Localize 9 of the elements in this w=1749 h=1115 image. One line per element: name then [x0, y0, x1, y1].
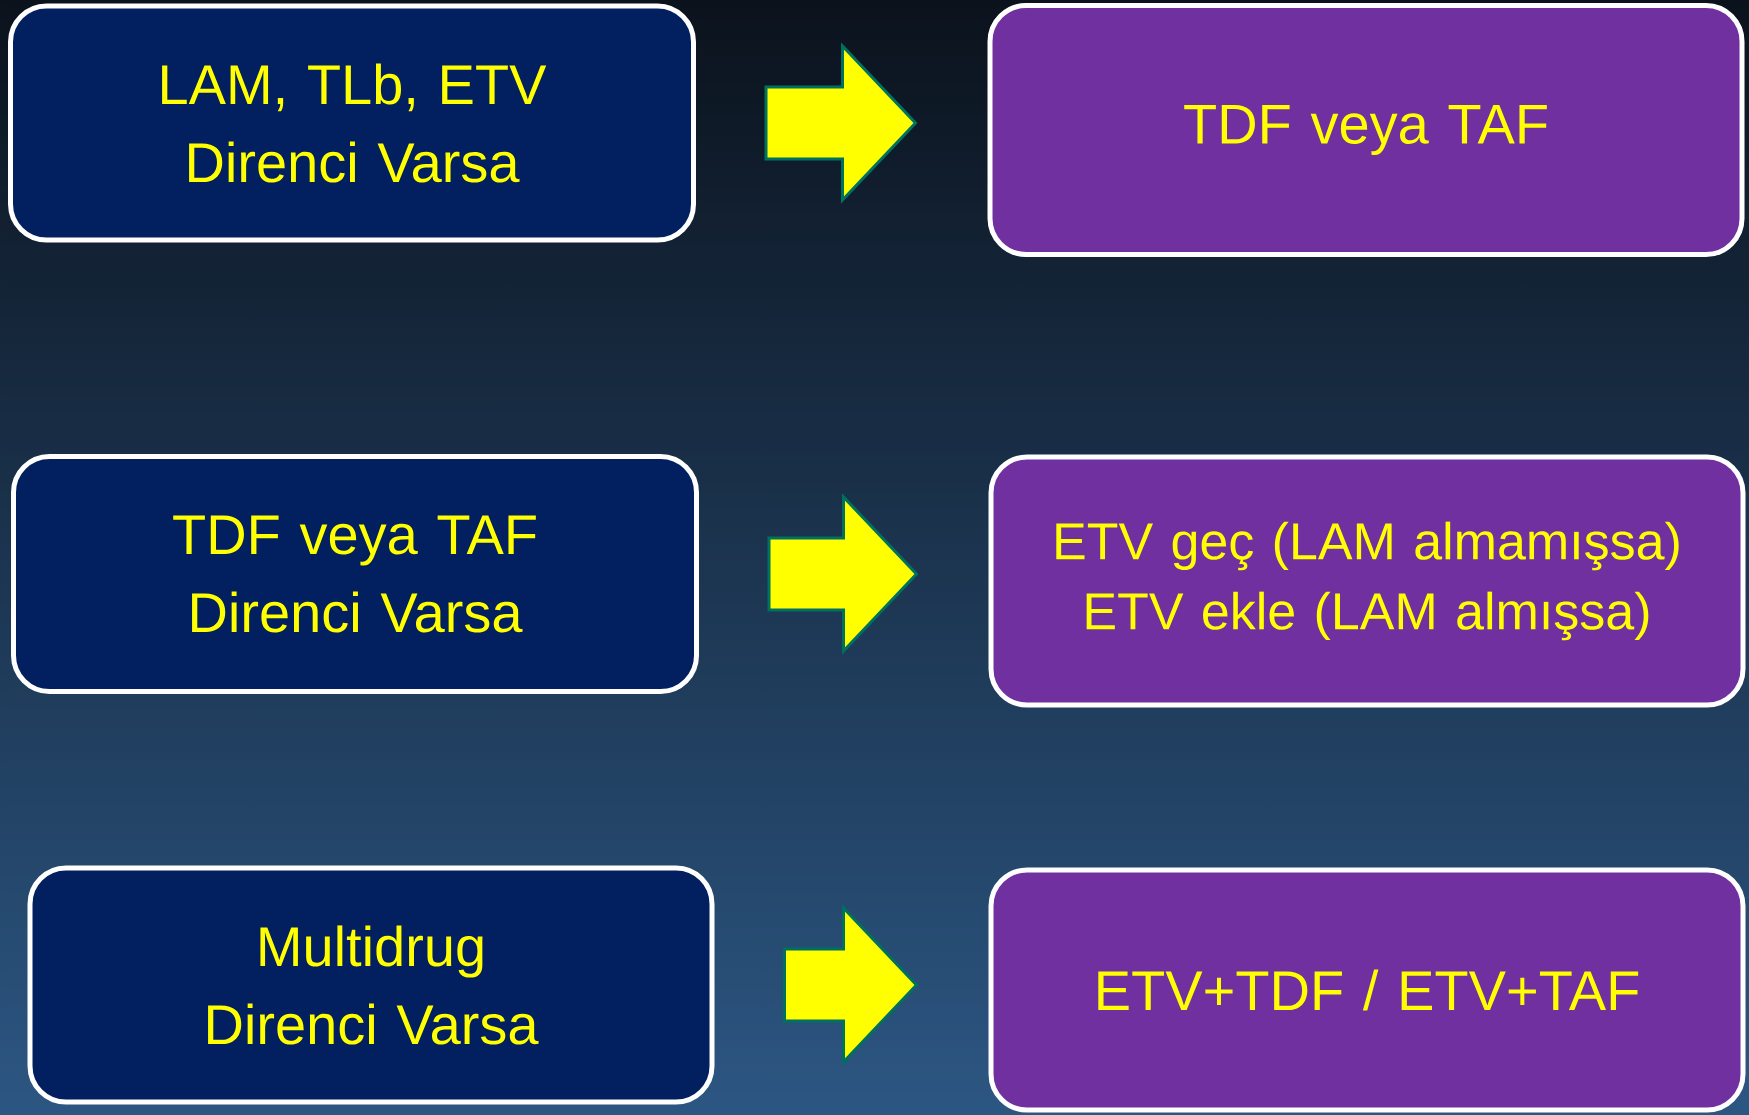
block-arrow — [767, 493, 919, 655]
result-box: TDF veya TAF — [987, 3, 1745, 257]
condition-box: Multidrug Direnci Varsa — [27, 865, 715, 1105]
condition-box: TDF veya TAF Direnci Varsa — [11, 454, 699, 694]
result-box: ETV geç (LAM almamışsa) ETV ekle (LAM almışsa) — [988, 454, 1746, 708]
block-arrow — [783, 904, 919, 1066]
condition-box: LAM, TLb, ETV Direnci Varsa — [8, 3, 696, 243]
result-box: ETV+TDF / ETV+TAF — [988, 867, 1746, 1113]
block-arrow — [764, 42, 918, 204]
